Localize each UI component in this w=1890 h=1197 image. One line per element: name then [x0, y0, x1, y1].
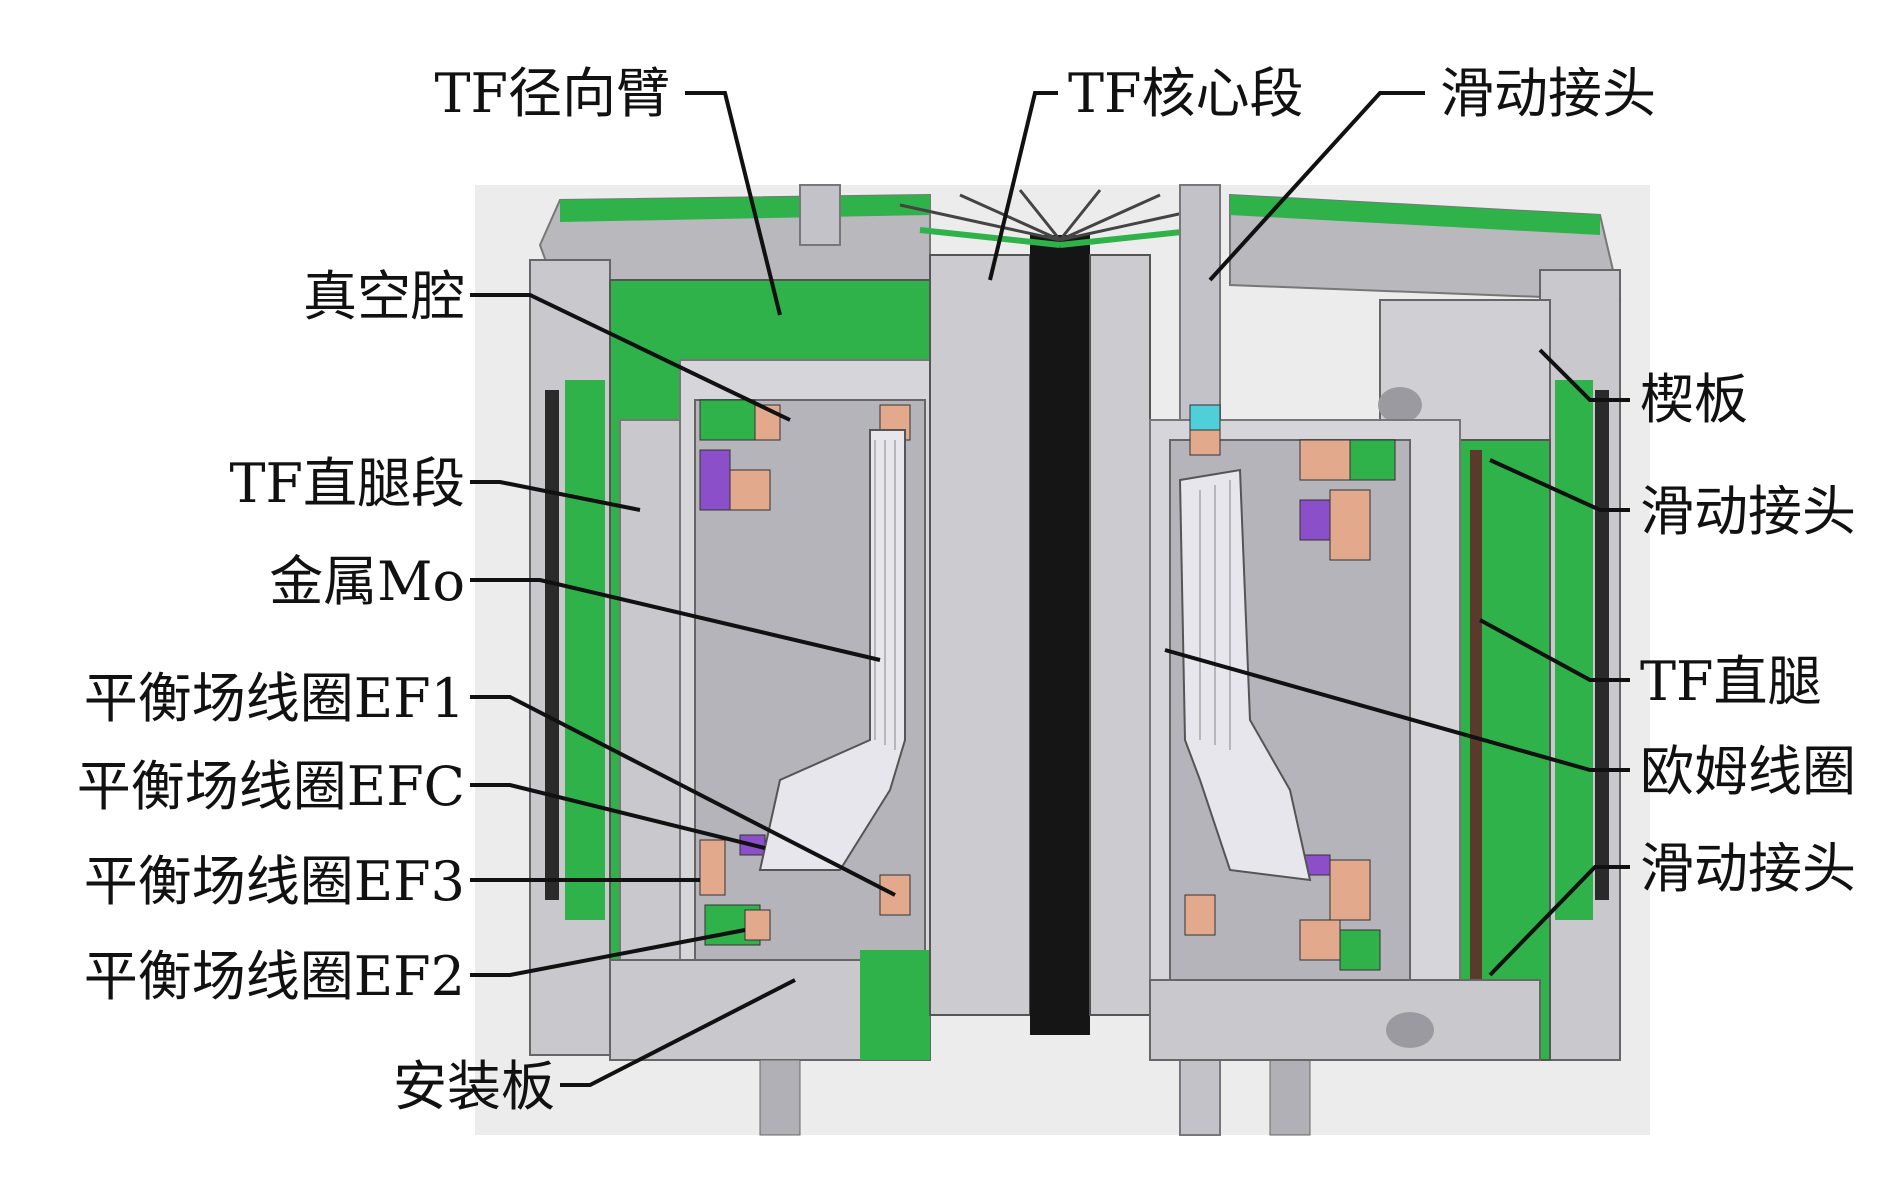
label-ohmic-coil: 欧姆线圈	[1640, 740, 1856, 803]
label-sliding-joint-bottom: 滑动接头	[1640, 837, 1856, 900]
label-tf-straight-leg-segment: TF直腿段	[230, 452, 466, 515]
label-wedge-plate: 楔板	[1640, 368, 1748, 431]
leader-lines	[470, 91, 1630, 1087]
label-ef2: 平衡场线圈EF2	[84, 945, 465, 1008]
tf-core-black	[1030, 235, 1090, 1035]
label-vacuum-chamber: 真空腔	[303, 265, 465, 328]
coil-top-green	[699, 399, 756, 441]
label-efc: 平衡场线圈EFC	[77, 755, 465, 818]
label-ef1: 平衡场线圈EF1	[84, 667, 465, 730]
label-metal-mo: 金属Mo	[269, 550, 465, 613]
label-tf-straight-leg: TF直腿	[1640, 650, 1822, 713]
metal-mo-wall-left	[758, 429, 906, 871]
label-tf-radial-arm: TF径向臂	[435, 62, 671, 125]
label-mounting-plate: 安装板	[393, 1055, 555, 1118]
right-device-half	[1149, 193, 1622, 1061]
label-ef3: 平衡场线圈EF3	[84, 850, 465, 913]
tf-core-segment-right	[1089, 254, 1151, 1016]
tf-core-segment-left	[929, 254, 1031, 1016]
labels: TF径向臂 TF核心段 滑动接头 真空腔 楔板 TF直腿段 滑动接头 金属Mo …	[77, 62, 1856, 1118]
label-sliding-joint-top: 滑动接头	[1440, 62, 1656, 125]
metal-mo-wall-right	[1178, 468, 1312, 882]
label-sliding-joint-right: 滑动接头	[1640, 480, 1856, 543]
label-tf-core-segment: TF核心段	[1068, 62, 1304, 125]
